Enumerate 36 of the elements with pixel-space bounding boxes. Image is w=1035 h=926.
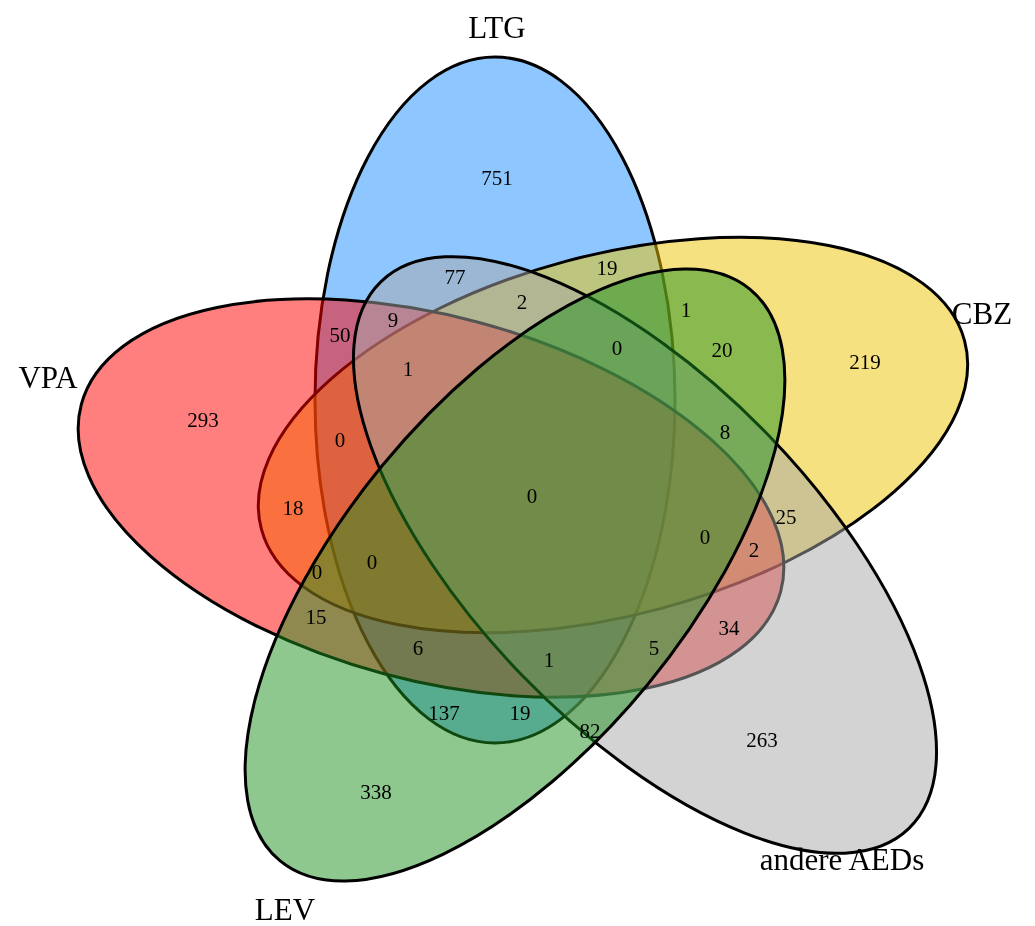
region-count: 5 bbox=[648, 637, 660, 659]
set-label: andere AEDs bbox=[758, 841, 926, 879]
region-count: 6 bbox=[412, 637, 424, 659]
region-count: 2 bbox=[748, 539, 760, 561]
region-count: 77 bbox=[444, 266, 466, 288]
region-count: 0 bbox=[526, 485, 538, 507]
region-count: 34 bbox=[718, 617, 740, 639]
set-label: LTG bbox=[467, 9, 527, 47]
region-count: 263 bbox=[746, 729, 778, 751]
region-count: 8 bbox=[719, 421, 731, 443]
region-count: 9 bbox=[387, 309, 399, 331]
region-count: 18 bbox=[282, 497, 304, 519]
region-count: 15 bbox=[305, 606, 327, 628]
region-count: 50 bbox=[329, 324, 351, 346]
region-count: 219 bbox=[849, 351, 881, 373]
region-count: 0 bbox=[311, 561, 323, 583]
region-count: 0 bbox=[334, 429, 346, 451]
set-label: VPA bbox=[17, 359, 79, 397]
set-label: CBZ bbox=[950, 295, 1014, 333]
region-count: 2 bbox=[516, 291, 528, 313]
region-count: 0 bbox=[366, 551, 378, 573]
region-count: 1 bbox=[402, 358, 414, 380]
region-count: 137 bbox=[428, 702, 460, 724]
region-count: 20 bbox=[711, 339, 733, 361]
region-count: 338 bbox=[360, 781, 392, 803]
region-count: 25 bbox=[775, 506, 797, 528]
region-count: 82 bbox=[579, 720, 601, 742]
region-count: 0 bbox=[699, 526, 711, 548]
region-count: 751 bbox=[481, 167, 513, 189]
region-count: 1 bbox=[543, 649, 555, 671]
region-count: 19 bbox=[596, 257, 618, 279]
region-count: 293 bbox=[187, 409, 219, 431]
region-count: 1 bbox=[680, 299, 692, 321]
set-label: LEV bbox=[253, 891, 317, 926]
region-count: 19 bbox=[509, 702, 531, 724]
region-count: 0 bbox=[611, 337, 623, 359]
